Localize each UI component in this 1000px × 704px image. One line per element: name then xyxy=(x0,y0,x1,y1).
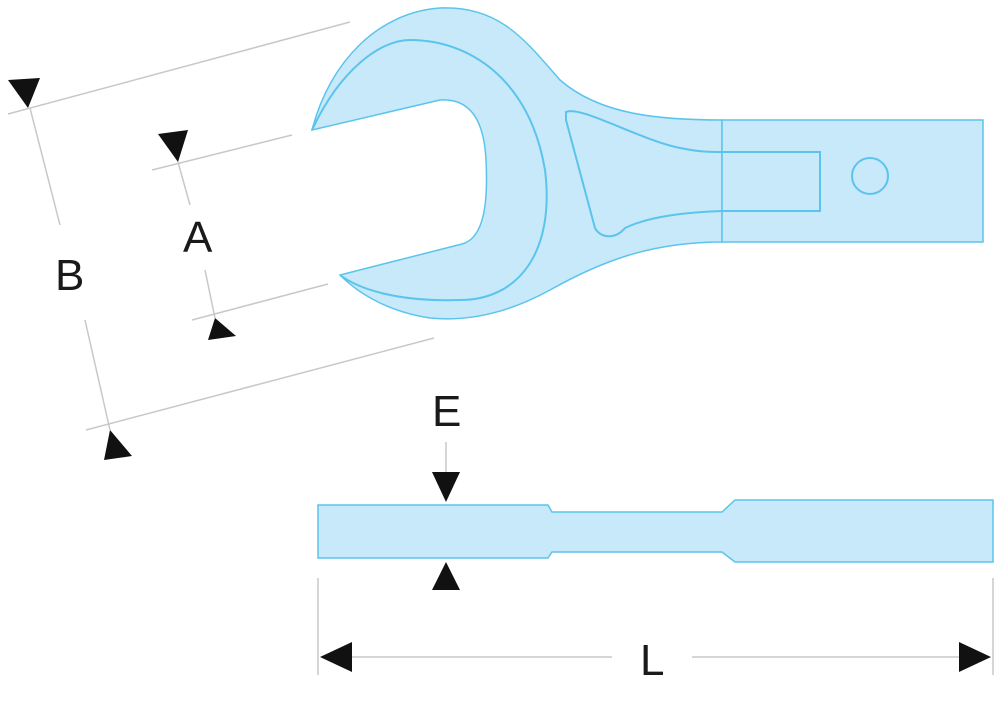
handle-hole xyxy=(851,157,889,195)
arrow-A-bottom xyxy=(208,318,236,340)
label-A: A xyxy=(183,213,213,262)
arrow-L-right xyxy=(959,642,991,672)
arrow-B-top xyxy=(8,78,40,108)
arrow-E-top xyxy=(432,472,460,502)
dimension-E: E xyxy=(432,387,461,590)
handle-slot xyxy=(565,110,821,238)
wrench-side-profile xyxy=(317,499,994,563)
dimension-A: A xyxy=(151,130,329,340)
label-L: L xyxy=(640,636,664,685)
dimension-L: L xyxy=(317,578,994,685)
wrench-head xyxy=(310,7,723,320)
arrow-L-left xyxy=(320,642,352,672)
wrench-side-view xyxy=(317,499,994,563)
wrench-top-view xyxy=(310,7,984,320)
label-B: B xyxy=(55,251,84,300)
arrow-E-bottom xyxy=(432,562,460,590)
label-E: E xyxy=(432,387,461,436)
dimension-B: B xyxy=(7,21,435,460)
head-inner-contour xyxy=(311,38,548,302)
arrow-B-bottom xyxy=(104,430,132,460)
arrow-A-top xyxy=(158,130,188,162)
